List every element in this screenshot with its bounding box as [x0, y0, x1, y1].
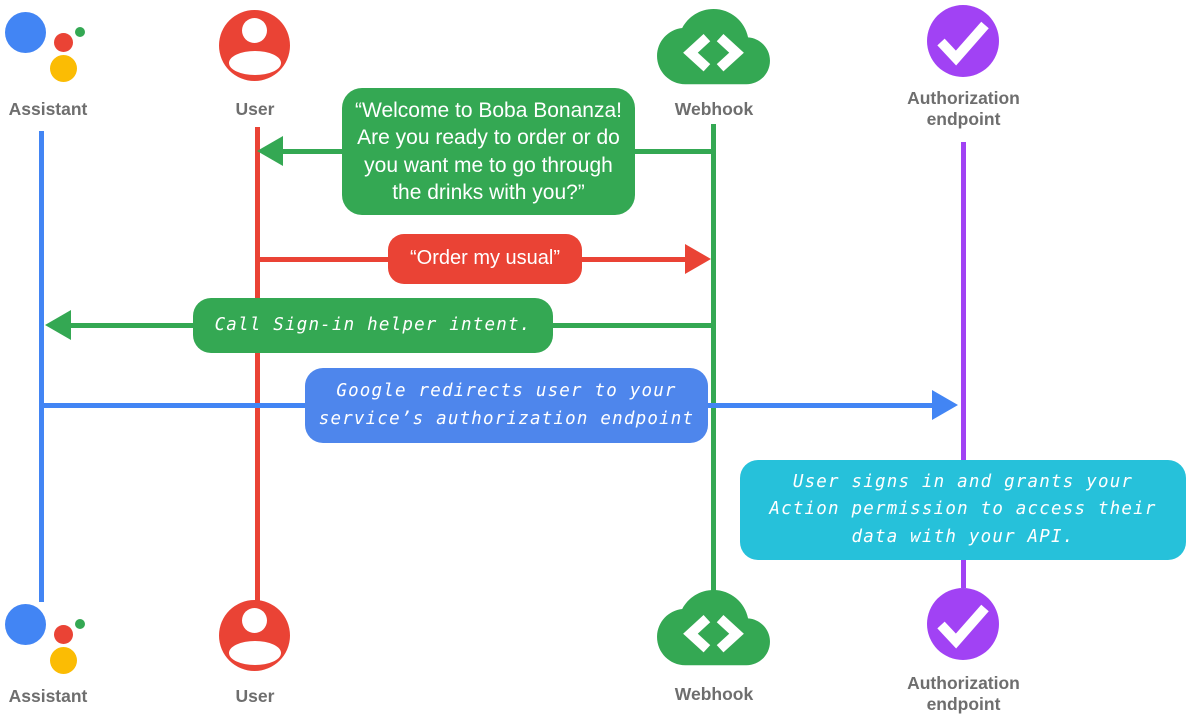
welcome-message-bubble: “Welcome to Boba Bonanza! Are you ready …	[342, 88, 635, 215]
assistant-logo-yellow-circle	[50, 647, 77, 674]
authorization-endpoint-label-top: Authorization endpoint	[907, 88, 1020, 129]
order-message-bubble: “Order my usual”	[388, 234, 582, 284]
webhook-label-bottom: Webhook	[674, 684, 754, 704]
assistant-lifeline	[39, 131, 44, 602]
check-circle-icon	[927, 588, 999, 660]
assistant-logo-blue-circle	[5, 12, 46, 53]
authorization-endpoint-label-bottom: Authorization endpoint	[907, 673, 1020, 714]
welcome-arrowhead-left	[257, 136, 283, 166]
grants-note-bubble: User signs in and grants your Action per…	[740, 460, 1186, 560]
user-label-top: User	[235, 99, 275, 119]
assistant-logo-green-dot	[75, 27, 85, 37]
assistant-logo-green-dot	[75, 619, 85, 629]
signin-arrowhead-left	[45, 310, 71, 340]
user-label-bottom: User	[235, 686, 275, 706]
check-circle-icon	[927, 5, 999, 77]
redirect-arrowhead-right	[932, 390, 958, 420]
google-assistant-logo	[4, 10, 99, 85]
cloud-code-icon	[657, 589, 770, 666]
assistant-logo-blue-circle	[5, 604, 46, 645]
assistant-logo-yellow-circle	[50, 55, 77, 82]
assistant-logo-red-circle	[54, 625, 73, 644]
webhook-label-top: Webhook	[674, 99, 754, 119]
google-assistant-logo	[4, 602, 99, 677]
authorization-endpoint-lifeline	[961, 142, 966, 588]
signin-message-bubble: Call Sign-in helper intent.	[193, 298, 553, 353]
assistant-label-bottom: Assistant	[8, 686, 88, 706]
assistant-logo-red-circle	[54, 33, 73, 52]
cloud-code-icon	[657, 8, 770, 85]
webhook-lifeline	[711, 124, 716, 592]
redirect-message-bubble: Google redirects user to your service’s …	[305, 368, 708, 443]
person-icon	[219, 600, 290, 671]
assistant-label-top: Assistant	[8, 99, 88, 119]
order-arrowhead-right	[685, 244, 711, 274]
person-icon	[219, 10, 290, 81]
user-lifeline	[255, 127, 260, 601]
